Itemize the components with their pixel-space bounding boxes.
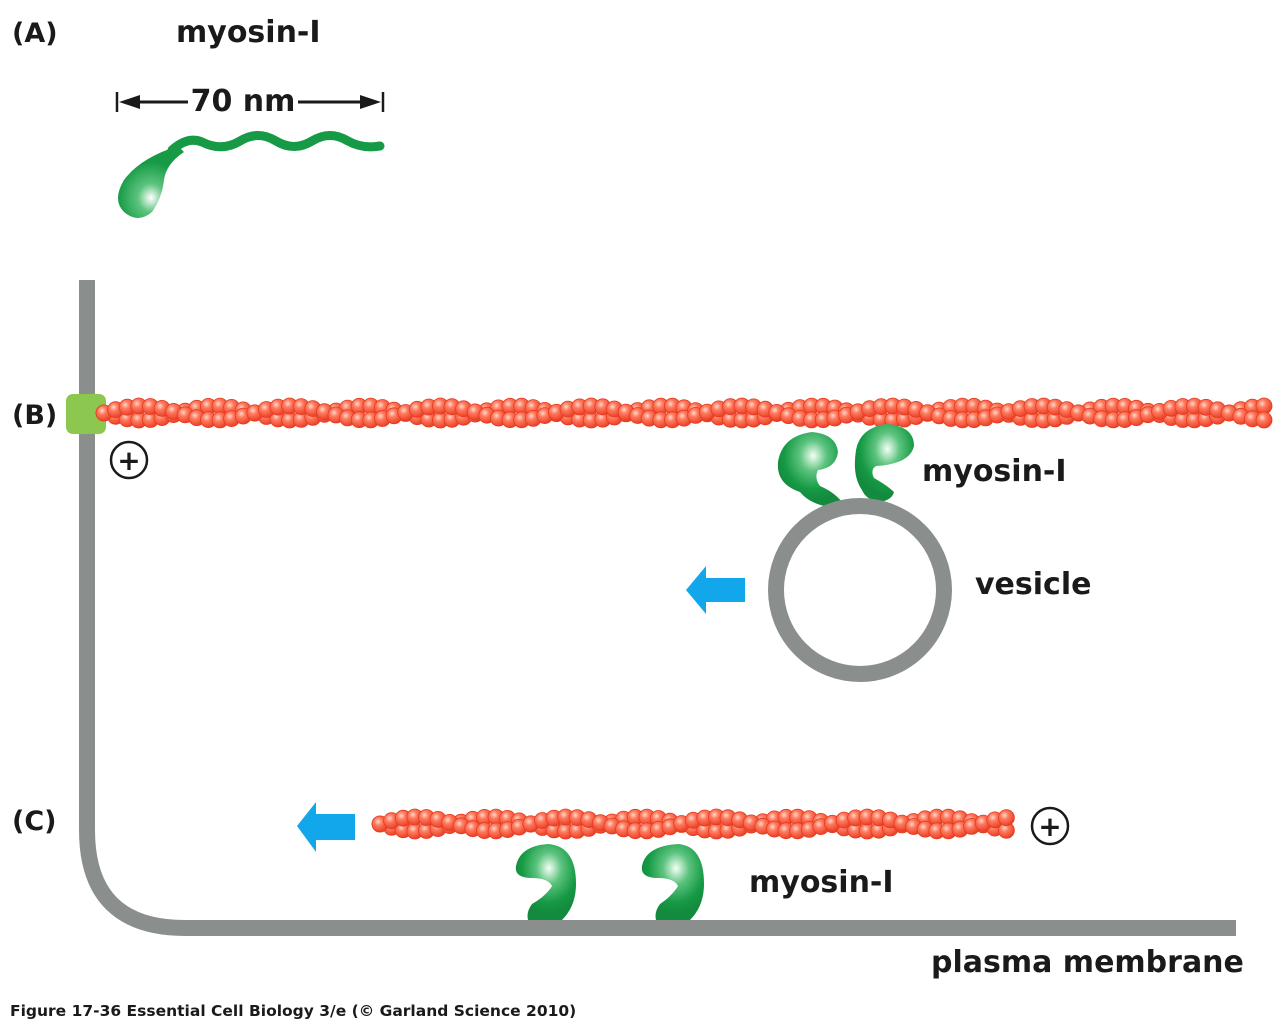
plus-end-symbol: + <box>1038 810 1061 843</box>
myosin-i-motor-c1 <box>515 844 576 920</box>
actin-subunit <box>1255 411 1273 429</box>
myosin-i-motor-b2 <box>854 424 914 502</box>
vesicle <box>768 498 952 682</box>
plus-circle-icon <box>1030 806 1070 846</box>
motion-arrow-left-icon <box>297 802 355 852</box>
motion-arrow-left-icon <box>686 566 745 614</box>
panel-a-label: (A) <box>12 18 58 49</box>
plus-circle-icon <box>109 440 149 480</box>
myosin-i-motor-c2 <box>641 844 704 920</box>
actin-filament-c <box>371 808 1015 840</box>
membrane-anchor <box>66 394 106 434</box>
arrowhead-right-icon <box>360 95 381 109</box>
figure-caption: Figure 17-36 Essential Cell Biology 3/e … <box>10 1002 576 1020</box>
panel-a-title: myosin-I <box>176 15 321 50</box>
scale-bar-label: 70 nm <box>191 84 296 119</box>
myosin-label-b: myosin-I <box>922 454 1067 489</box>
myosin-i-molecule <box>118 131 385 218</box>
plasma-membrane <box>79 280 1236 936</box>
panel-c-label: (C) <box>12 806 57 837</box>
arrowhead-left-icon <box>119 95 140 109</box>
myosin-head <box>515 844 576 920</box>
actin-filament-b <box>95 397 1273 429</box>
membrane-label: plasma membrane <box>931 945 1244 980</box>
myosin-head <box>118 146 184 218</box>
vesicle-label: vesicle <box>975 567 1091 602</box>
myosin-head <box>641 844 704 920</box>
panel-b-label: (B) <box>12 400 57 431</box>
myosin-i-motor-b1 <box>777 432 842 507</box>
actin-subunit <box>998 809 1015 827</box>
myosin-label-c: myosin-I <box>749 865 894 900</box>
plus-end-symbol: + <box>117 444 140 477</box>
myosin-head <box>777 432 842 507</box>
plus-end-marker-c: + <box>1030 806 1070 846</box>
scale-bar: 70 nm <box>115 84 385 119</box>
myosin-head <box>854 424 914 502</box>
plus-end-marker-b: + <box>109 440 149 480</box>
myosin-tail <box>167 131 385 155</box>
